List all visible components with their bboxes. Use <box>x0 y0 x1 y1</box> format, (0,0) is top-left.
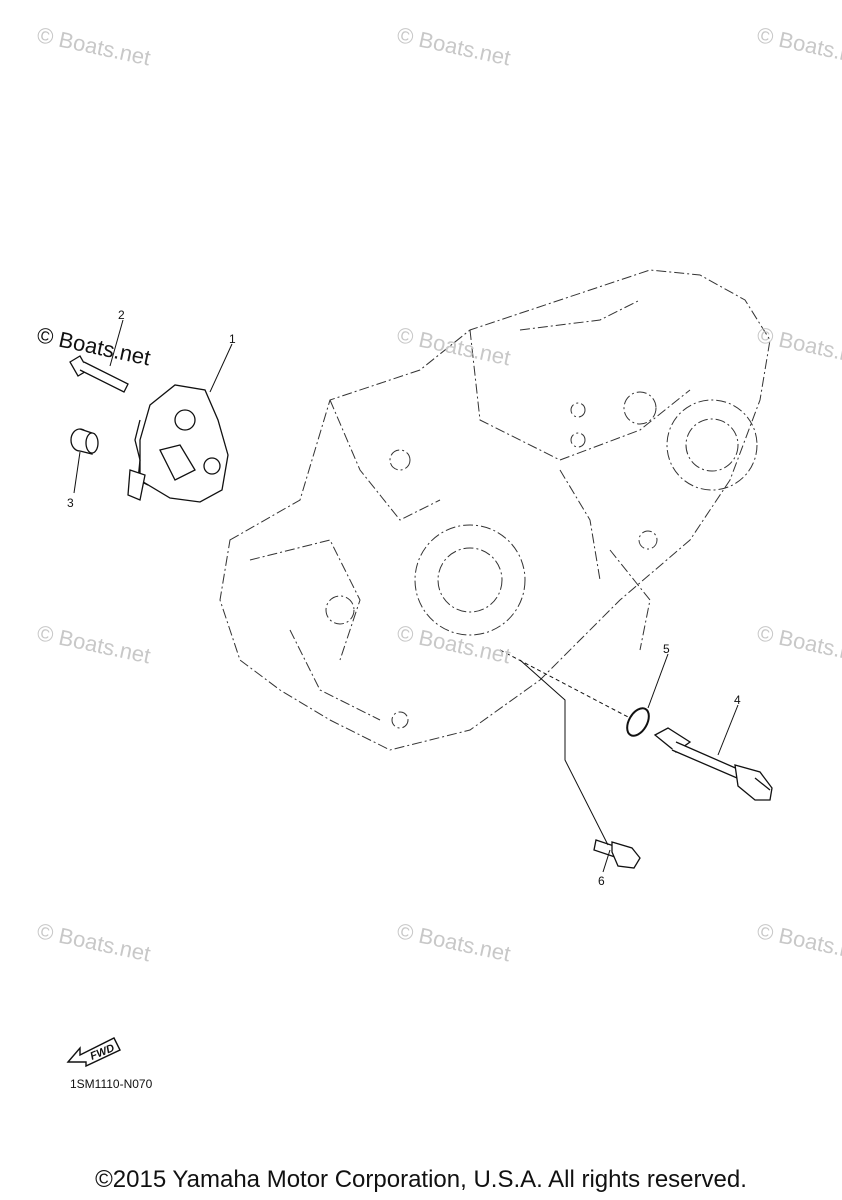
fwd-arrow-icon: FWD <box>66 1037 121 1068</box>
callout-5: 5 <box>663 642 670 656</box>
crankcase-outline <box>219 269 771 751</box>
bolt-part-2 <box>69 355 129 393</box>
leader-lines <box>73 319 739 873</box>
diagram-code: 1SM1110-N070 <box>70 1077 153 1091</box>
oil-pump <box>127 384 229 503</box>
copyright-notice: ©2015 Yamaha Motor Corporation, U.S.A. A… <box>95 1166 747 1193</box>
callout-3: 3 <box>67 496 74 510</box>
callout-6: 6 <box>598 874 605 888</box>
callout-1: 1 <box>229 332 236 346</box>
callout-2: 2 <box>118 308 125 322</box>
o-ring-part-5 <box>626 707 650 737</box>
collar-part-3 <box>70 428 99 455</box>
level-gauge-part-4 <box>653 727 773 801</box>
fwd-label: FWD <box>89 1042 117 1063</box>
callout-4: 4 <box>734 693 741 707</box>
flange-bolt-part-6 <box>593 839 641 869</box>
